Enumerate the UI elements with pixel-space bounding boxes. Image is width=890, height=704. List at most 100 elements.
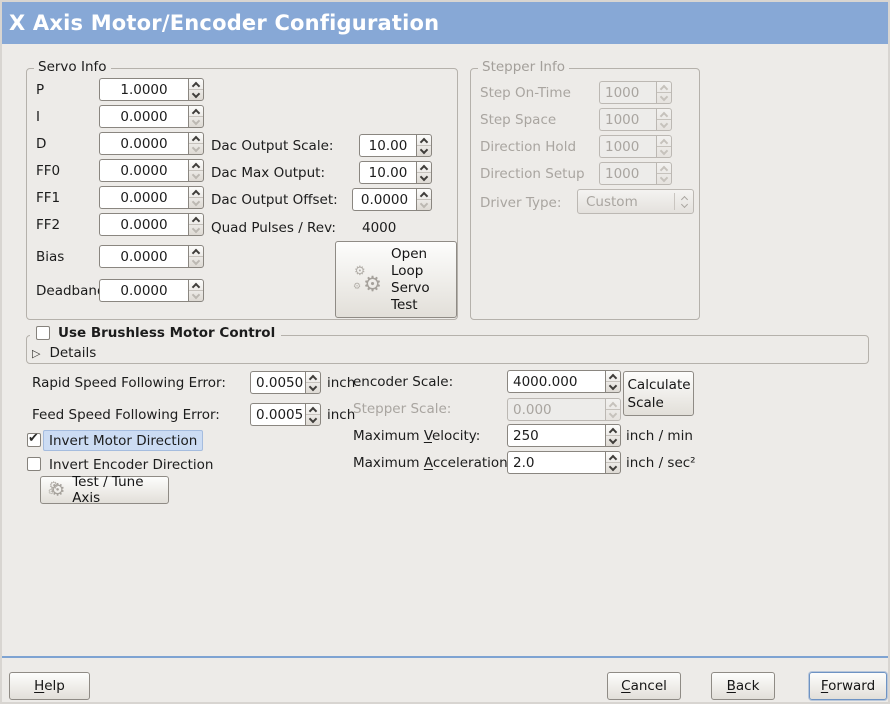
spinbox-dac-max-output[interactable]: 10.00 [359, 161, 432, 184]
spin-down-icon[interactable] [606, 435, 620, 446]
spin-down-icon[interactable] [606, 462, 620, 473]
brushless-checkbox-label[interactable]: Use Brushless Motor Control [58, 325, 276, 341]
spin-up-icon[interactable] [606, 452, 620, 463]
deadband-value[interactable]: 0.0000 [99, 279, 188, 302]
spin-down-icon[interactable] [306, 414, 320, 425]
use-brushless-motor-control-checkbox-row[interactable]: Use Brushless Motor Control [30, 325, 282, 341]
spin-up-icon[interactable] [189, 106, 203, 117]
spin-down-icon[interactable] [189, 143, 203, 154]
invert-motor-direction-checkbox[interactable] [27, 431, 41, 447]
calculate-scale-button[interactable]: Calculate Scale [623, 371, 694, 416]
brushless-checkbox[interactable] [36, 326, 50, 340]
ff0-spin-buttons[interactable] [188, 159, 204, 182]
dac-max-spin-buttons[interactable] [416, 161, 432, 184]
dac-output-offset-value[interactable]: 0.0000 [352, 188, 416, 211]
spin-up-icon[interactable] [306, 372, 320, 383]
spin-down-icon[interactable] [306, 382, 320, 393]
spin-down-icon[interactable] [606, 381, 620, 392]
dac-max-output-value[interactable]: 10.00 [359, 161, 416, 184]
forward-button[interactable]: Forward [809, 672, 887, 700]
ff2-spin-buttons[interactable] [188, 213, 204, 236]
spinbox-bias[interactable]: 0.0000 [99, 245, 204, 268]
bias-spin-buttons[interactable] [188, 245, 204, 268]
spin-down-icon[interactable] [189, 290, 203, 301]
rapid-following-error-value[interactable]: 0.0050 [250, 371, 305, 394]
spin-up-icon[interactable] [189, 246, 203, 257]
spin-down-icon[interactable] [417, 172, 431, 183]
spin-buttons[interactable] [605, 370, 621, 393]
spinbox-deadband[interactable]: 0.0000 [99, 279, 204, 302]
spinbox-maximum-acceleration[interactable]: 2.0 [507, 451, 621, 474]
encoder-scale-value[interactable]: 4000.000 [507, 370, 605, 393]
spinbox-dac-output-scale[interactable]: 10.00 [359, 134, 432, 157]
spinbox-maximum-velocity[interactable]: 250 [507, 424, 621, 447]
spin-up-icon[interactable] [189, 214, 203, 225]
spin-buttons[interactable] [605, 424, 621, 447]
p-value[interactable]: 1.0000 [99, 78, 188, 101]
spin-down-icon[interactable] [417, 145, 431, 156]
invert-encoder-direction-checkbox[interactable] [27, 457, 41, 471]
ff2-value[interactable]: 0.0000 [99, 213, 188, 236]
d-value[interactable]: 0.0000 [99, 132, 188, 155]
i-spin-buttons[interactable] [188, 105, 204, 128]
deadband-spin-buttons[interactable] [188, 279, 204, 302]
spin-up-icon[interactable] [417, 135, 431, 146]
dac-scale-spin-buttons[interactable] [416, 134, 432, 157]
spin-buttons[interactable] [305, 403, 321, 426]
ff0-value[interactable]: 0.0000 [99, 159, 188, 182]
spin-up-icon [606, 399, 620, 410]
spin-down-icon[interactable] [189, 224, 203, 235]
ff1-spin-buttons[interactable] [188, 186, 204, 209]
spin-down-icon[interactable] [189, 116, 203, 127]
spin-up-icon[interactable] [417, 162, 431, 173]
d-spin-buttons[interactable] [188, 132, 204, 155]
spinbox-ff2[interactable]: 0.0000 [99, 213, 204, 236]
spin-up-icon[interactable] [189, 187, 203, 198]
expander-arrow-icon[interactable]: ▷ [32, 346, 41, 360]
p-spin-buttons[interactable] [188, 78, 204, 101]
ff1-value[interactable]: 0.0000 [99, 186, 188, 209]
back-button[interactable]: Back [711, 672, 775, 700]
spin-down-icon[interactable] [417, 199, 431, 210]
spin-buttons[interactable] [305, 371, 321, 394]
spinbox-feed-following-error[interactable]: 0.0005 [250, 403, 321, 426]
spinbox-p[interactable]: 1.0000 [99, 78, 204, 101]
details-expander[interactable]: ▷ Details [32, 345, 96, 361]
bias-value[interactable]: 0.0000 [99, 245, 188, 268]
test-tune-axis-button[interactable]: ⚙ ⚙ ⚙ Test / Tune Axis [40, 474, 169, 506]
details-label[interactable]: Details [49, 345, 97, 361]
maximum-acceleration-value[interactable]: 2.0 [507, 451, 605, 474]
spinbox-ff1[interactable]: 0.0000 [99, 186, 204, 209]
label-ff2: FF2 [36, 217, 61, 233]
invert-motor-direction-label-highlight[interactable]: Invert Motor Direction [43, 430, 204, 451]
dac-offset-spin-buttons[interactable] [416, 188, 432, 211]
cancel-button[interactable]: Cancel [607, 672, 681, 700]
spin-down-icon[interactable] [189, 89, 203, 100]
spin-up-icon[interactable] [306, 404, 320, 415]
spin-buttons[interactable] [605, 451, 621, 474]
spin-down-icon[interactable] [189, 170, 203, 181]
feed-following-error-value[interactable]: 0.0005 [250, 403, 305, 426]
invert-encoder-direction-label[interactable]: Invert Encoder Direction [49, 457, 214, 473]
spin-up-icon[interactable] [606, 371, 620, 382]
spinbox-ff0[interactable]: 0.0000 [99, 159, 204, 182]
spinbox-d[interactable]: 0.0000 [99, 132, 204, 155]
maximum-velocity-value[interactable]: 250 [507, 424, 605, 447]
i-value[interactable]: 0.0000 [99, 105, 188, 128]
spin-up-icon[interactable] [606, 425, 620, 436]
spin-down-icon[interactable] [189, 256, 203, 267]
spin-down-icon[interactable] [189, 197, 203, 208]
spin-up-icon[interactable] [189, 79, 203, 90]
help-button[interactable]: Help [9, 672, 90, 700]
spinbox-dac-output-offset[interactable]: 0.0000 [352, 188, 432, 211]
spin-up-icon[interactable] [417, 189, 431, 200]
spinbox-encoder-scale[interactable]: 4000.000 [507, 370, 621, 393]
invert-motor-direction-label[interactable]: Invert Motor Direction [49, 432, 198, 449]
spin-up-icon[interactable] [189, 133, 203, 144]
dac-output-scale-value[interactable]: 10.00 [359, 134, 416, 157]
spinbox-i[interactable]: 0.0000 [99, 105, 204, 128]
spin-up-icon[interactable] [189, 280, 203, 291]
spin-up-icon[interactable] [189, 160, 203, 171]
spinbox-rapid-following-error[interactable]: 0.0050 [250, 371, 321, 394]
open-loop-servo-test-button[interactable]: ⚙ ⚙ ⚙ Open Loop Servo Test [335, 241, 457, 318]
